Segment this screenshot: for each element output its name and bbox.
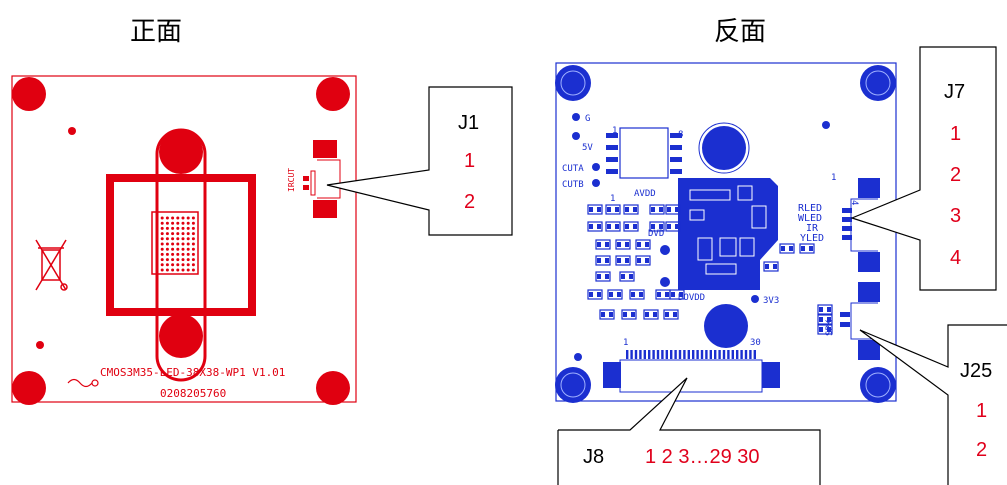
silk-j7-pin4: 4 [849,200,859,205]
front-board-outline [11,75,357,403]
silk-dovdd: DOVDD [678,293,705,303]
back-title: 反面 [714,17,766,47]
silk-5v: 5V [582,143,593,153]
j7-label: J7 [944,81,965,103]
silk-pin1: 1 [610,194,615,204]
silk-cuta: CUTA [562,164,584,174]
front-board: IRCUT CMOS3M35-LED-38X38-WP1 V1.01 02082… [11,75,357,405]
j7-callout: J7 1 2 3 4 [850,46,997,291]
silk-wled: WLED [798,213,822,224]
j25-callout: J25 1 2 [859,324,1007,485]
front-board-name: CMOS3M35-LED-38X38-WP1 V1.01 [100,366,285,379]
sensor-frame [106,174,256,316]
silk-cutb: CUTB [562,180,584,190]
j7-pin: 4 [950,247,961,269]
pour-components [689,185,767,275]
silk-fpc-pin30: 30 [750,338,761,348]
ircut-silk: IRCUT [287,168,296,192]
j1-pad [313,200,337,218]
j1-pad [313,140,337,158]
back-hole-bottom [704,304,748,348]
ic-u1 [619,127,669,179]
j7-pin: 3 [950,205,961,227]
j25-pin: 1 [976,400,987,422]
silk-yled: YLED [800,233,824,244]
silk-3v3: 3V3 [763,296,779,306]
weee-bin-icon [35,239,68,291]
passive-components [587,204,833,335]
usb-symbol-icon [67,378,99,388]
silk-rled: RLED [798,203,822,214]
silk-dvd: DVD [648,229,664,239]
ground-pour [678,178,778,290]
j25-label: J25 [960,360,992,382]
front-mount-hole [12,371,46,405]
j8-pins: 1 2 3…29 30 [645,446,760,468]
sensor-pads [155,216,195,272]
silk-fpc-pin1: 1 [623,338,628,348]
silk-g: G [585,114,590,124]
j8-callout: J8 1 2 3…29 30 [557,377,821,485]
j1-label: J1 [458,112,479,134]
front-mount-hole [316,371,350,405]
silk-j7-pin1: 1 [831,173,836,183]
j7-pin: 2 [950,164,961,186]
back-board: G 5V CUTA CUTB AVDD DVD DOVDD 3V3 1 8 1 … [555,62,897,403]
j1-callout: J1 1 2 [326,86,513,236]
silk-ir: IR [806,223,819,234]
j8-label: J8 [583,446,604,468]
j1-pin: 2 [464,191,475,213]
front-mount-hole [12,77,46,111]
j8-fpc-pins [626,350,756,359]
front-mount-hole [316,77,350,111]
silk-avdd: AVDD [634,189,656,199]
silk-pin1: 1 [612,126,617,136]
j7-pin: 1 [950,123,961,145]
front-title: 正面 [130,17,182,47]
front-part-number: 0208205760 [160,387,226,400]
j1-pin: 1 [464,150,475,172]
back-hole-top [702,126,746,170]
j25-pin: 2 [976,439,987,461]
